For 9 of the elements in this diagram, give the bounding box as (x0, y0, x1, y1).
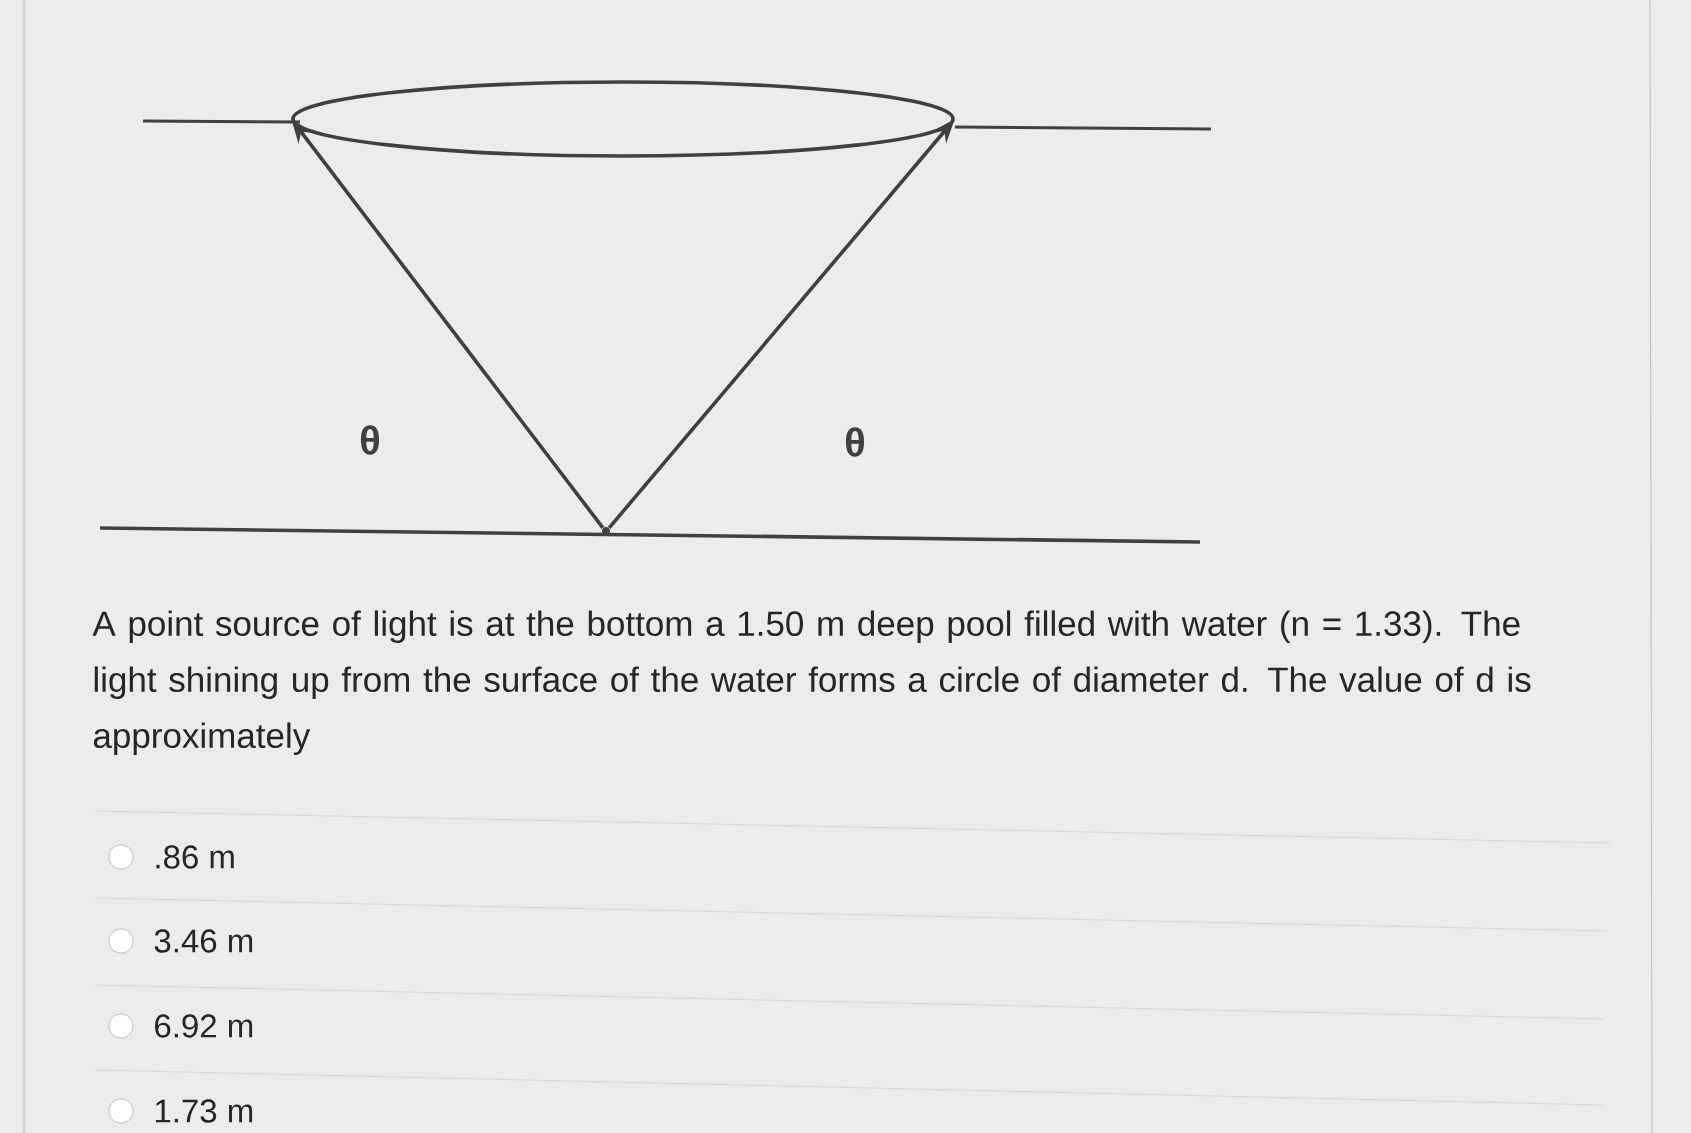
angle-label: θ (360, 425, 380, 455)
answer-option: 3.46 m (154, 929, 253, 953)
light-source-point (602, 527, 610, 535)
answer-option: 6.92 m (155, 1014, 253, 1038)
answer-option: 1.73 m (155, 1099, 253, 1123)
angle-label: θ (845, 427, 865, 457)
light-circle (291, 80, 955, 158)
question-text: A point source of light is at the bottom a 1.50 m deep pool filled with water (n = 1.33). The light shining up from the surface of the water forms a circle of diameter d. The value of d is approximately (92, 610, 1531, 756)
answer-option: .86 m (156, 845, 234, 869)
